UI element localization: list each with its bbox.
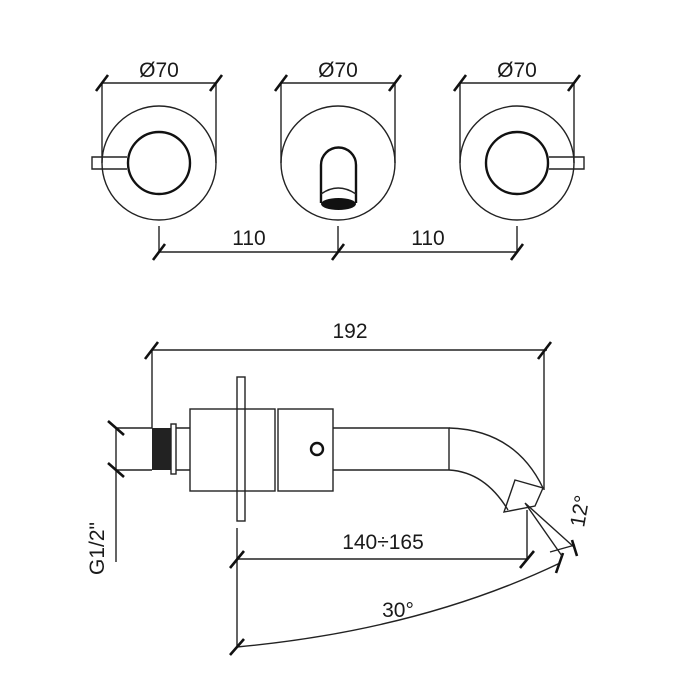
projection-dimension — [228, 510, 536, 647]
spacing-label-right: 110 — [411, 227, 444, 250]
spout-angle-label: 12° — [566, 494, 594, 529]
overall-length-dimension — [143, 341, 553, 490]
projection-range-label: 140÷165 — [342, 531, 424, 554]
spacing-dimensions — [151, 226, 525, 261]
diameter-label-center: Ø70 — [318, 59, 358, 82]
swivel-angle-label: 30° — [382, 599, 414, 622]
diameter-label-right: Ø70 — [497, 59, 537, 82]
thread-dimension — [107, 420, 152, 562]
overall-length-label: 192 — [332, 320, 367, 343]
spout-front — [280, 105, 396, 221]
valve-body-side — [152, 376, 544, 522]
diameter-label-left: Ø70 — [139, 59, 179, 82]
thread-size-label: G1/2" — [86, 522, 109, 575]
angle-dimensions — [229, 502, 579, 656]
right-handle-front — [459, 105, 585, 221]
left-handle-front — [91, 105, 217, 221]
diameter-dimensions — [94, 74, 582, 163]
spacing-label-left: 110 — [232, 227, 265, 250]
